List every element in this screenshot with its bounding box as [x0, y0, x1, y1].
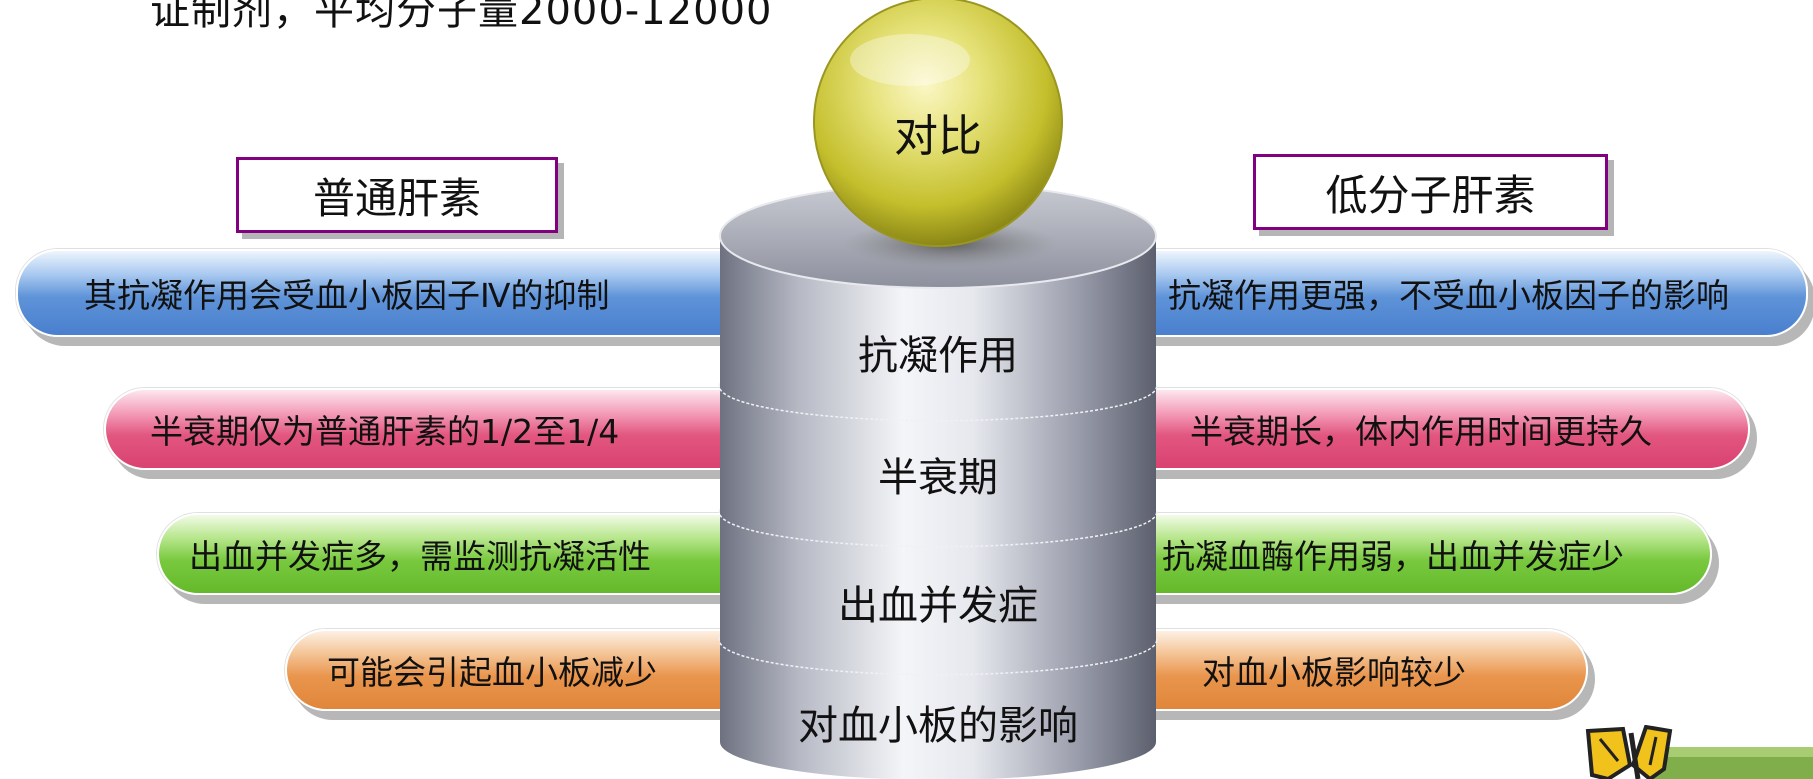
butterfly-icon	[1585, 725, 1813, 779]
right-row-half-life: 半衰期长，体内作用时间更持久	[1148, 388, 1750, 470]
top-text: 证制剂，平均分子量2000-12000	[150, 0, 773, 34]
right-row-anticoagulation: 抗凝作用更强，不受血小板因子的影响	[1148, 249, 1808, 337]
ball-highlight	[850, 34, 970, 86]
right-row-bleeding: 抗凝血酶作用弱，出血并发症少	[1148, 513, 1712, 595]
left-row-text: 可能会引起血小板减少	[327, 653, 657, 692]
cylinder-segment-3	[720, 512, 1156, 674]
left-row-half-life: 半衰期仅为普通肝素的1/2至1/4	[104, 388, 756, 470]
segment-label-anticoagulation: 抗凝作用	[858, 333, 1018, 379]
compare-ball	[813, 0, 1063, 247]
title-lmw-heparin: 低分子肝素	[1253, 154, 1608, 230]
right-row-text: 抗凝血酶作用弱，出血并发症少	[1162, 537, 1624, 576]
right-row-text: 抗凝作用更强，不受血小板因子的影响	[1168, 276, 1729, 315]
left-row-bleeding: 出血并发症多，需监测抗凝活性	[157, 513, 756, 595]
title-heparin: 普通肝素	[236, 157, 558, 233]
right-row-text: 半衰期长，体内作用时间更持久	[1190, 412, 1652, 451]
left-row-anticoagulation: 其抗凝作用会受血小板因子Ⅳ的抑制	[16, 249, 756, 337]
right-row-platelet: 对血小板影响较少	[1148, 629, 1588, 711]
segment-label-half-life: 半衰期	[878, 455, 998, 501]
left-row-platelet: 可能会引起血小板减少	[285, 629, 756, 711]
left-row-text: 其抗凝作用会受血小板因子Ⅳ的抑制	[84, 276, 610, 315]
left-row-text: 半衰期仅为普通肝素的1/2至1/4	[150, 412, 620, 451]
cylinder-segment-2	[720, 386, 1156, 546]
cylinder-segment-4	[720, 640, 1156, 779]
left-row-text: 出血并发症多，需监测抗凝活性	[189, 537, 651, 576]
right-row-text: 对血小板影响较少	[1202, 653, 1466, 692]
compare-label: 对比	[894, 111, 982, 162]
segment-label-bleeding: 出血并发症	[838, 583, 1038, 629]
segment-label-platelet: 对血小板的影响	[798, 703, 1078, 749]
